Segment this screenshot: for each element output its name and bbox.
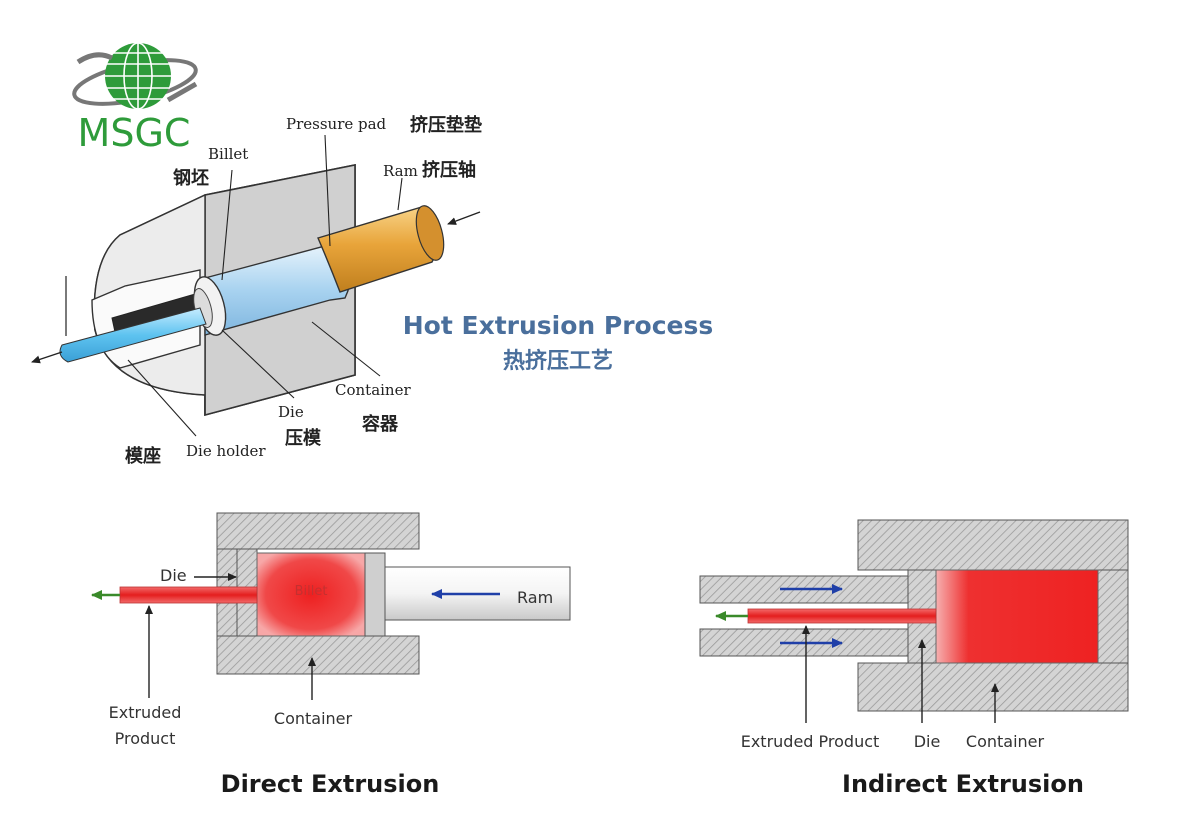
label-container-cn: 容器	[362, 413, 399, 435]
label-billet-cn: 钢坯	[173, 167, 209, 189]
indirect-extruded-rod	[747, 608, 937, 624]
direct-extrusion-diagram: Die Billet Ram Extruded Product Containe…	[91, 512, 571, 748]
label-ram-cn: 挤压轴	[422, 159, 476, 181]
indirect-label-container: Container	[966, 732, 1045, 751]
label-ram-en: Ram	[383, 162, 418, 180]
direct-caption: Direct Extrusion	[221, 770, 440, 798]
indirect-label-extruded-product: Extruded Product	[741, 732, 880, 751]
label-die-cn: 压模	[285, 427, 322, 449]
direct-label-extruded-2: Product	[115, 729, 176, 748]
direct-extruded-rod	[119, 586, 258, 604]
direct-label-container: Container	[274, 709, 353, 728]
direct-label-ram: Ram	[517, 588, 553, 607]
indirect-caption: Indirect Extrusion	[842, 770, 1084, 798]
label-pressure-pad-cn: 挤压垫垫	[410, 114, 482, 136]
extruded-rod-shape	[59, 307, 207, 363]
hot-extrusion-illustration: Pressure pad 挤压垫垫 Billet 钢坯 Ram 挤压轴 Cont…	[31, 114, 482, 467]
label-die-holder-cn: 模座	[125, 445, 161, 467]
logo: MSGC	[72, 42, 198, 155]
label-pressure-pad-en: Pressure pad	[286, 115, 387, 133]
title-cn: 热挤压工艺	[503, 348, 613, 374]
direct-label-billet: Billet	[295, 584, 328, 599]
indirect-label-die: Die	[914, 732, 941, 751]
indirect-billet	[935, 569, 1099, 664]
label-die-en: Die	[278, 403, 304, 421]
globe-icon	[72, 42, 198, 110]
title-en: Hot Extrusion Process	[403, 311, 714, 340]
direct-label-extruded-1: Extruded	[109, 703, 182, 722]
direct-label-die: Die	[160, 566, 187, 585]
label-container-en: Container	[335, 381, 411, 399]
label-die-holder-en: Die holder	[186, 442, 266, 460]
logo-text: MSGC	[78, 111, 191, 155]
label-billet-en: Billet	[208, 145, 248, 163]
indirect-extrusion-diagram: Extruded Product Die Container	[699, 519, 1129, 751]
